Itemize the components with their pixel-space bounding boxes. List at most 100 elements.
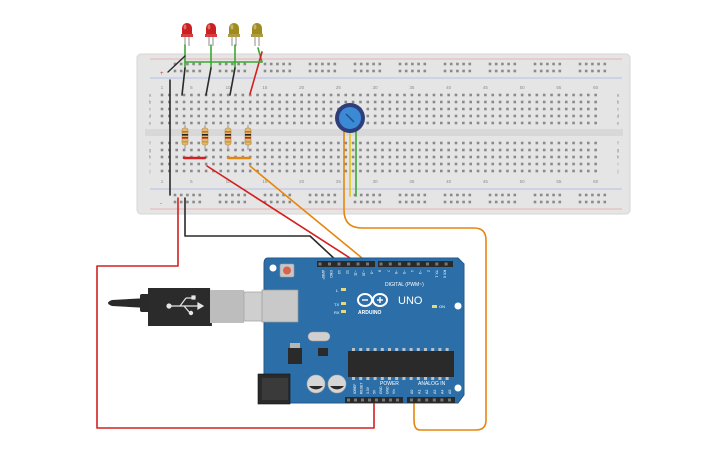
breadboard-hole[interactable]	[432, 155, 436, 159]
rail-hole[interactable]	[494, 193, 498, 197]
breadboard-hole[interactable]	[572, 107, 575, 111]
breadboard-hole[interactable]	[506, 100, 509, 104]
rail-hole[interactable]	[378, 62, 382, 66]
rail-hole[interactable]	[366, 62, 369, 66]
breadboard-hole[interactable]	[469, 141, 472, 145]
rail-hole[interactable]	[443, 193, 447, 197]
breadboard-hole[interactable]	[388, 141, 392, 145]
breadboard-hole[interactable]	[278, 141, 281, 145]
rail-hole[interactable]	[269, 193, 273, 197]
rail-hole[interactable]	[314, 62, 318, 66]
breadboard-hole[interactable]	[454, 93, 458, 97]
breadboard-hole[interactable]	[175, 107, 178, 111]
breadboard-hole[interactable]	[219, 107, 223, 111]
rail-hole[interactable]	[539, 62, 543, 66]
breadboard-hole[interactable]	[270, 162, 274, 166]
rail-hole[interactable]	[314, 200, 318, 204]
rail-hole[interactable]	[501, 200, 504, 204]
rail-hole[interactable]	[288, 62, 292, 66]
digital-pin[interactable]	[426, 262, 429, 266]
breadboard-hole[interactable]	[469, 121, 472, 125]
power-pin[interactable]	[368, 398, 371, 402]
rail-hole[interactable]	[378, 193, 382, 197]
breadboard-hole[interactable]	[234, 141, 237, 145]
breadboard-hole[interactable]	[337, 155, 340, 159]
rail-hole[interactable]	[224, 200, 228, 204]
breadboard-hole[interactable]	[219, 148, 223, 152]
breadboard-hole[interactable]	[506, 114, 509, 118]
breadboard-hole[interactable]	[506, 141, 509, 145]
breadboard-hole[interactable]	[542, 148, 546, 152]
breadboard-hole[interactable]	[432, 93, 436, 97]
breadboard-hole[interactable]	[542, 100, 546, 104]
breadboard-hole[interactable]	[440, 114, 443, 118]
breadboard-hole[interactable]	[270, 93, 274, 97]
breadboard-hole[interactable]	[344, 162, 348, 166]
breadboard-hole[interactable]	[403, 162, 406, 166]
rail-hole[interactable]	[456, 69, 459, 73]
rail-hole[interactable]	[552, 62, 555, 66]
rail-hole[interactable]	[513, 193, 517, 197]
rail-hole[interactable]	[398, 62, 402, 66]
breadboard-hole[interactable]	[454, 141, 458, 145]
breadboard-hole[interactable]	[513, 100, 517, 104]
rail-hole[interactable]	[243, 62, 247, 66]
rail-hole[interactable]	[597, 69, 600, 73]
rail-hole[interactable]	[198, 62, 202, 66]
breadboard-hole[interactable]	[425, 155, 428, 159]
rail-hole[interactable]	[263, 69, 267, 73]
breadboard-hole[interactable]	[403, 169, 406, 173]
breadboard-hole[interactable]	[388, 107, 392, 111]
breadboard-hole[interactable]	[293, 141, 296, 145]
breadboard-hole[interactable]	[462, 121, 465, 125]
rail-hole[interactable]	[597, 200, 600, 204]
rail-hole[interactable]	[353, 200, 357, 204]
breadboard-hole[interactable]	[528, 155, 531, 159]
breadboard-hole[interactable]	[484, 100, 487, 104]
rail-hole[interactable]	[423, 200, 427, 204]
rail-hole[interactable]	[243, 200, 247, 204]
breadboard-hole[interactable]	[491, 121, 495, 125]
rail-hole[interactable]	[423, 62, 427, 66]
breadboard-hole[interactable]	[395, 114, 399, 118]
rail-hole[interactable]	[308, 193, 312, 197]
breadboard-hole[interactable]	[256, 100, 259, 104]
breadboard-hole[interactable]	[197, 107, 201, 111]
breadboard-hole[interactable]	[234, 114, 237, 118]
breadboard-hole[interactable]	[373, 162, 377, 166]
breadboard-hole[interactable]	[329, 162, 333, 166]
breadboard-hole[interactable]	[513, 121, 517, 125]
rail-hole[interactable]	[173, 62, 177, 66]
rail-hole[interactable]	[404, 193, 408, 197]
breadboard-hole[interactable]	[337, 169, 340, 173]
breadboard-hole[interactable]	[182, 93, 186, 97]
rail-hole[interactable]	[603, 200, 607, 204]
breadboard-hole[interactable]	[476, 114, 480, 118]
breadboard-hole[interactable]	[572, 100, 575, 104]
breadboard-hole[interactable]	[226, 121, 230, 125]
rail-hole[interactable]	[186, 193, 189, 197]
digital-header[interactable]	[317, 261, 453, 267]
breadboard-hole[interactable]	[557, 162, 561, 166]
breadboard-hole[interactable]	[535, 121, 539, 125]
rail-hole[interactable]	[327, 200, 330, 204]
breadboard-hole[interactable]	[263, 107, 267, 111]
breadboard-hole[interactable]	[498, 100, 502, 104]
breadboard-hole[interactable]	[285, 148, 289, 152]
breadboard-hole[interactable]	[366, 148, 370, 152]
breadboard-hole[interactable]	[300, 93, 303, 97]
led-yellow[interactable]	[251, 23, 263, 46]
breadboard-hole[interactable]	[373, 114, 377, 118]
breadboard-hole[interactable]	[388, 93, 392, 97]
rail-hole[interactable]	[186, 69, 189, 73]
rail-hole[interactable]	[179, 62, 183, 66]
rail-hole[interactable]	[192, 62, 195, 66]
resistor-4[interactable]	[244, 125, 252, 150]
breadboard-hole[interactable]	[256, 93, 259, 97]
breadboard-hole[interactable]	[241, 141, 245, 145]
breadboard-hole[interactable]	[513, 155, 517, 159]
breadboard-hole[interactable]	[329, 141, 333, 145]
breadboard-hole[interactable]	[447, 155, 450, 159]
breadboard-hole[interactable]	[175, 141, 178, 145]
rail-hole[interactable]	[591, 193, 594, 197]
